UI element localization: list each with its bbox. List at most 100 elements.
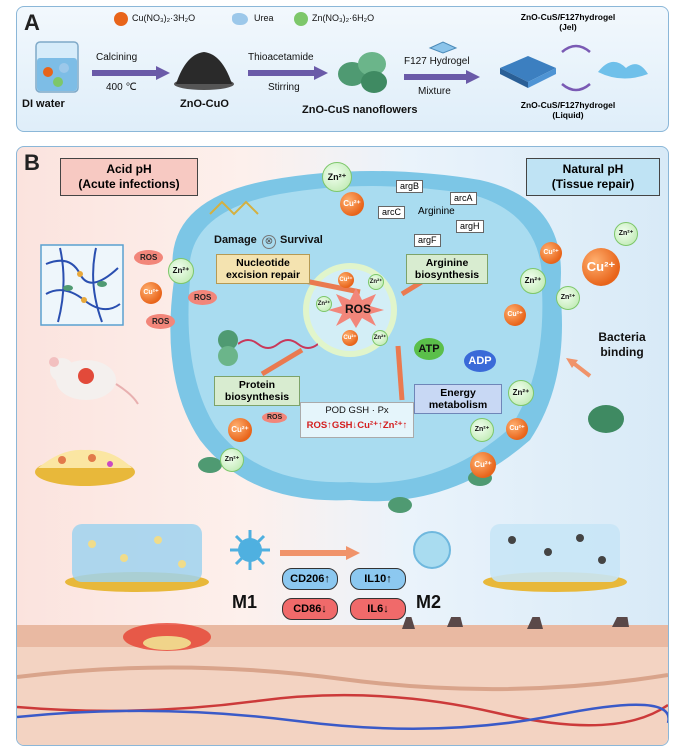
label-nanoflowers: ZnO-CuS nanoflowers xyxy=(302,104,418,116)
bacterium-icon xyxy=(588,405,624,433)
zn-ion: Zn²⁺ xyxy=(368,274,384,290)
zn-ion: Zn²⁺ xyxy=(556,286,580,310)
tag-arginine: Arginine biosynthesis xyxy=(406,254,488,284)
m2-macrophage-icon xyxy=(413,531,451,569)
label-survival: Survival xyxy=(280,234,323,246)
natural-ph-box: Natural pH (Tissue repair) xyxy=(526,158,660,196)
legend-zn-nitrate: Zn(NO₃)₂·6H₂O xyxy=(312,13,375,23)
natural-line2: (Tissue repair) xyxy=(551,177,635,191)
step1-bottom: 400 ℃ xyxy=(106,82,137,93)
zn-ion: Zn²⁺ xyxy=(322,162,352,192)
cu-ion: Cu²⁺ xyxy=(506,418,528,440)
hydrogel-icon xyxy=(428,41,458,54)
cu-ion: Cu²⁺ xyxy=(228,418,252,442)
acid-ph-box: Acid pH (Acute infections) xyxy=(60,158,198,196)
arrow-right-icon xyxy=(248,66,328,80)
zn-nitrate-icon xyxy=(294,12,308,26)
nanoflower-icon xyxy=(338,52,387,93)
hydrogel-columns-acid xyxy=(65,524,209,592)
cu-ion: Cu²⁺ xyxy=(540,242,562,264)
hydrogel-state-icon xyxy=(500,44,648,92)
label-zno-cuo: ZnO-CuO xyxy=(180,98,229,110)
zn-ion: Zn²⁺ xyxy=(614,222,638,246)
cu-ion: Cu²⁺ xyxy=(140,282,162,304)
jel-line1: ZnO-CuS/F127hydrogel xyxy=(520,12,616,22)
atp-node: ATP xyxy=(414,338,444,360)
gene-arcc: arcC xyxy=(378,206,406,219)
ros-burst: ROS xyxy=(134,250,164,265)
legend-urea: Urea xyxy=(254,13,274,23)
acid-line1: Acid pH xyxy=(106,162,152,176)
mrna-strand-icon xyxy=(238,339,318,349)
dna-strand-icon xyxy=(208,196,260,220)
tag-nucleotide: Nucleotide excision repair xyxy=(216,254,310,284)
step2-top: Thioacetamide xyxy=(248,52,314,63)
arrow-right-icon xyxy=(404,70,480,84)
enzyme-box: POD GSH · Px ROS↑GSH↓Cu²⁺↑Zn²⁺↑ xyxy=(300,402,414,438)
step1-top: Calcining xyxy=(96,52,138,63)
pill-cd86: CD86↓ xyxy=(282,598,338,620)
hydrogel-network-icon xyxy=(40,244,124,326)
cu-ion: Cu²⁺ xyxy=(504,304,526,326)
ros-gsh-line: ROS↑GSH↓Cu²⁺↑Zn²⁺↑ xyxy=(306,420,408,431)
natural-line1: Natural pH xyxy=(562,162,624,176)
ros-burst: ROS xyxy=(146,314,176,329)
zn-ion: Zn²⁺ xyxy=(372,330,388,346)
cu-ion: Cu²⁺ xyxy=(338,272,354,288)
m1-macrophage-icon xyxy=(230,530,270,570)
gene-argb: argB xyxy=(396,180,424,193)
zn-ion: Zn²⁺ xyxy=(168,258,194,284)
panel-a-letter: A xyxy=(24,10,40,35)
ros-burst-icon xyxy=(328,288,384,328)
liquid-line1: ZnO-CuS/F127hydrogel xyxy=(520,100,616,110)
step2-bottom: Stirring xyxy=(268,82,300,93)
panel-b-letter: B xyxy=(24,150,40,175)
zn-ion: Zn²⁺ xyxy=(316,296,332,312)
label-bacteria-binding: Bacteria binding xyxy=(598,330,646,359)
urea-icon xyxy=(232,13,248,25)
cu-ion-large: Cu²⁺ xyxy=(582,248,620,286)
tag-protein: Protein biosynthesis xyxy=(214,376,300,406)
ribosome-icon xyxy=(218,330,238,366)
gene-argh: argH xyxy=(456,220,484,233)
step3-bottom: Mixture xyxy=(418,86,451,97)
arrow-right-icon xyxy=(280,546,360,560)
hydrogel-columns-natural xyxy=(483,524,627,592)
beaker-icon xyxy=(35,41,79,93)
ros-burst: ROS xyxy=(262,412,288,423)
gene-arginine: Arginine xyxy=(418,206,455,217)
gene-argf: argF xyxy=(414,234,441,247)
ros-burst: ROS xyxy=(188,290,218,305)
jel-label: ZnO-CuS/F127hydrogel (Jel) xyxy=(508,12,628,32)
gene-arca: arcA xyxy=(450,192,477,205)
label-ros-center: ROS xyxy=(345,302,372,316)
pill-il10: IL10↑ xyxy=(350,568,406,590)
inhibit-icon: ⊗ xyxy=(262,235,276,249)
mouse-icon xyxy=(49,357,139,405)
arrow-icon xyxy=(566,358,592,378)
zn-ion: Zn²⁺ xyxy=(470,418,494,442)
arrow-right-icon xyxy=(92,66,170,80)
liquid-label: ZnO-CuS/F127hydrogel (Liquid) xyxy=(508,100,628,120)
pod-line: POD GSH · Px xyxy=(325,405,389,416)
step3-top: F127 Hydrogel xyxy=(404,56,470,67)
zn-ion: Zn²⁺ xyxy=(220,448,244,472)
zn-ion: Zn²⁺ xyxy=(520,268,546,294)
label-m2: M2 xyxy=(416,592,442,612)
pill-cd206: CD206↑ xyxy=(282,568,338,590)
powder-pile-icon xyxy=(174,52,234,90)
cu-ion: Cu²⁺ xyxy=(470,452,496,478)
pill-il6: IL6↓ xyxy=(350,598,406,620)
wound-dressing-icon xyxy=(35,449,135,486)
label-di-water: DI water xyxy=(22,98,65,110)
cu-ion: Cu²⁺ xyxy=(342,330,358,346)
legend-cu-nitrate: Cu(NO₃)₂·3H₂O xyxy=(132,13,196,23)
cu-ion: Cu²⁺ xyxy=(340,192,364,216)
acid-line2: (Acute infections) xyxy=(78,177,180,191)
adp-node: ADP xyxy=(464,350,496,372)
label-m1: M1 xyxy=(232,592,258,612)
label-damage: Damage xyxy=(214,234,257,246)
tag-energy: Energy metabolism xyxy=(414,384,502,414)
jel-line2: (Jel) xyxy=(559,22,577,32)
liquid-line2: (Liquid) xyxy=(552,110,584,120)
